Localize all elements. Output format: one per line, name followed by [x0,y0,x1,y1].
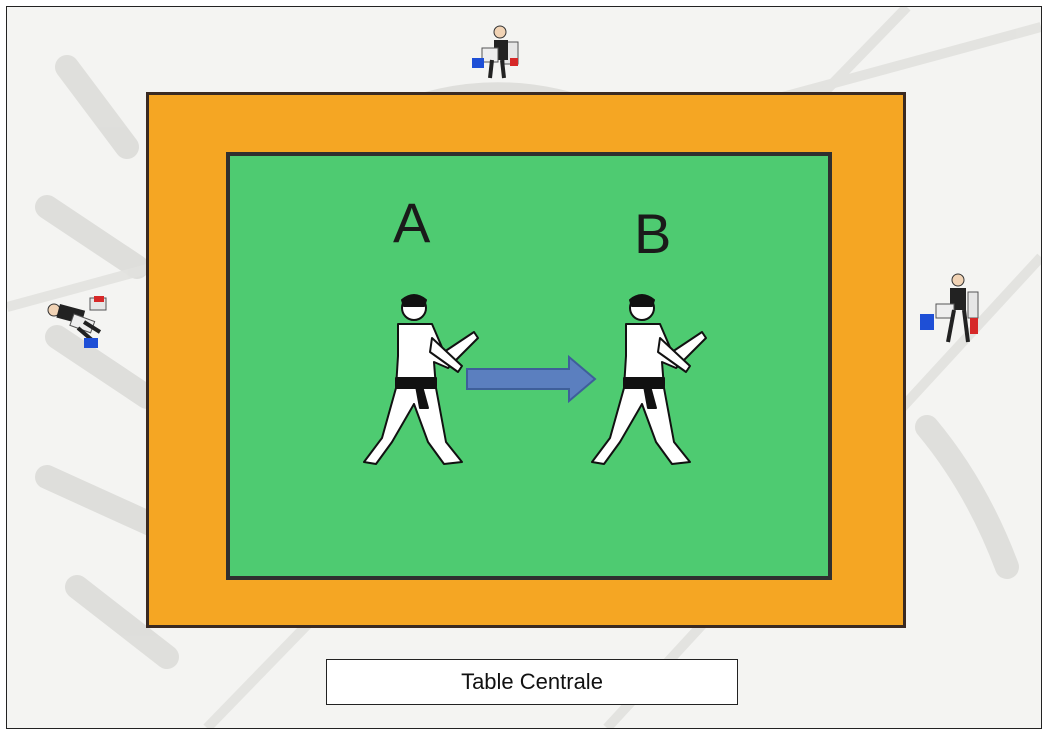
central-table-box: Table Centrale [326,659,738,705]
competitor-b-label: B [634,202,672,265]
right-arrow-icon [466,355,597,403]
central-table-label: Table Centrale [461,669,603,694]
competitor-a-label: A [393,191,431,254]
judge-left-icon [47,296,107,348]
judge-right-icon [920,273,979,343]
judge-top-icon [472,25,519,79]
inner-competition-area [226,152,832,580]
karateka-b-icon [591,294,707,465]
karateka-a-icon [363,294,479,465]
